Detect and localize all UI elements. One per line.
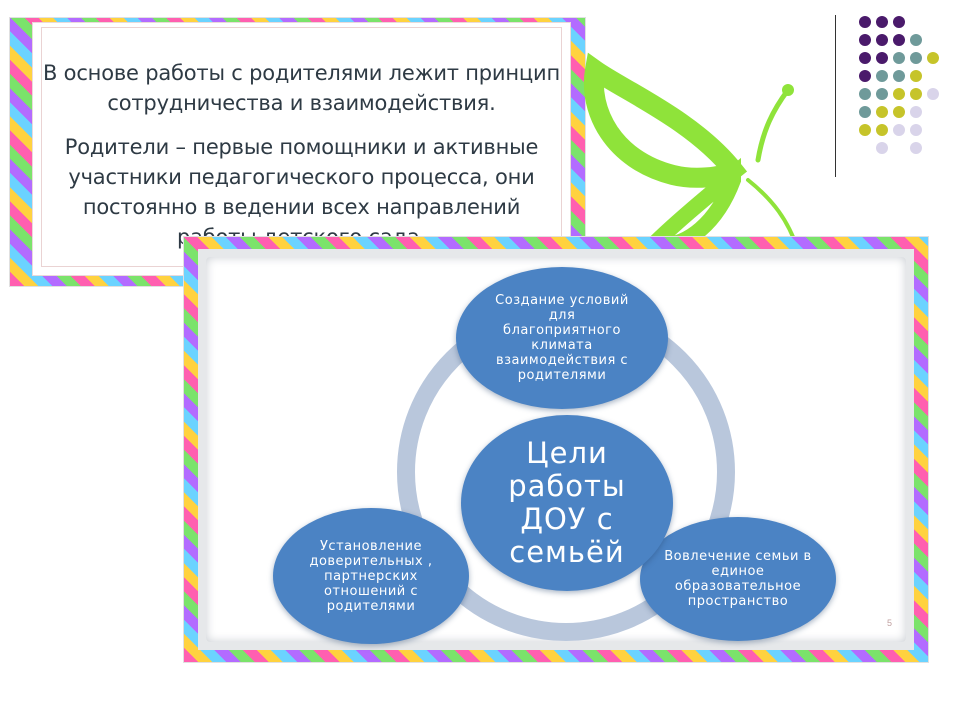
text-slide: В основе работы с родителями лежит принц… xyxy=(10,18,585,286)
butterfly-icon xyxy=(583,52,803,255)
center-goal-label: Цели работы ДОУ с семьёй xyxy=(508,436,626,569)
divider-line xyxy=(835,15,836,177)
goal-node-involvement: Вовлечение семьи в единое образовательно… xyxy=(640,517,836,641)
dot-pattern-icon xyxy=(859,16,939,154)
goal-node-conditions-label: Создание условий для благоприятного клим… xyxy=(495,293,629,383)
cycle-diagram: Создание условий для благоприятного клим… xyxy=(206,257,906,644)
goal-node-conditions: Создание условий для благоприятного клим… xyxy=(456,267,668,409)
goal-node-involvement-label: Вовлечение семьи в единое образовательно… xyxy=(664,549,812,609)
slide-number: 5 xyxy=(886,618,892,628)
text-slide-content: В основе работы с родителями лежит принц… xyxy=(41,27,562,267)
parents-paragraph: Родители – первые помощники и активные у… xyxy=(64,135,539,249)
center-goal-node: Цели работы ДОУ с семьёй xyxy=(461,415,673,591)
diagram-slide: Создание условий для благоприятного клим… xyxy=(184,237,928,662)
goal-node-trust-label: Установление доверительных , партнерских… xyxy=(309,538,433,614)
diagram-slide-panel: Создание условий для благоприятного клим… xyxy=(198,249,914,650)
text-slide-panel: В основе работы с родителями лежит принц… xyxy=(32,22,571,276)
principle-paragraph: В основе работы с родителями лежит принц… xyxy=(43,61,560,115)
goal-node-trust: Установление доверительных , партнерских… xyxy=(273,508,469,644)
